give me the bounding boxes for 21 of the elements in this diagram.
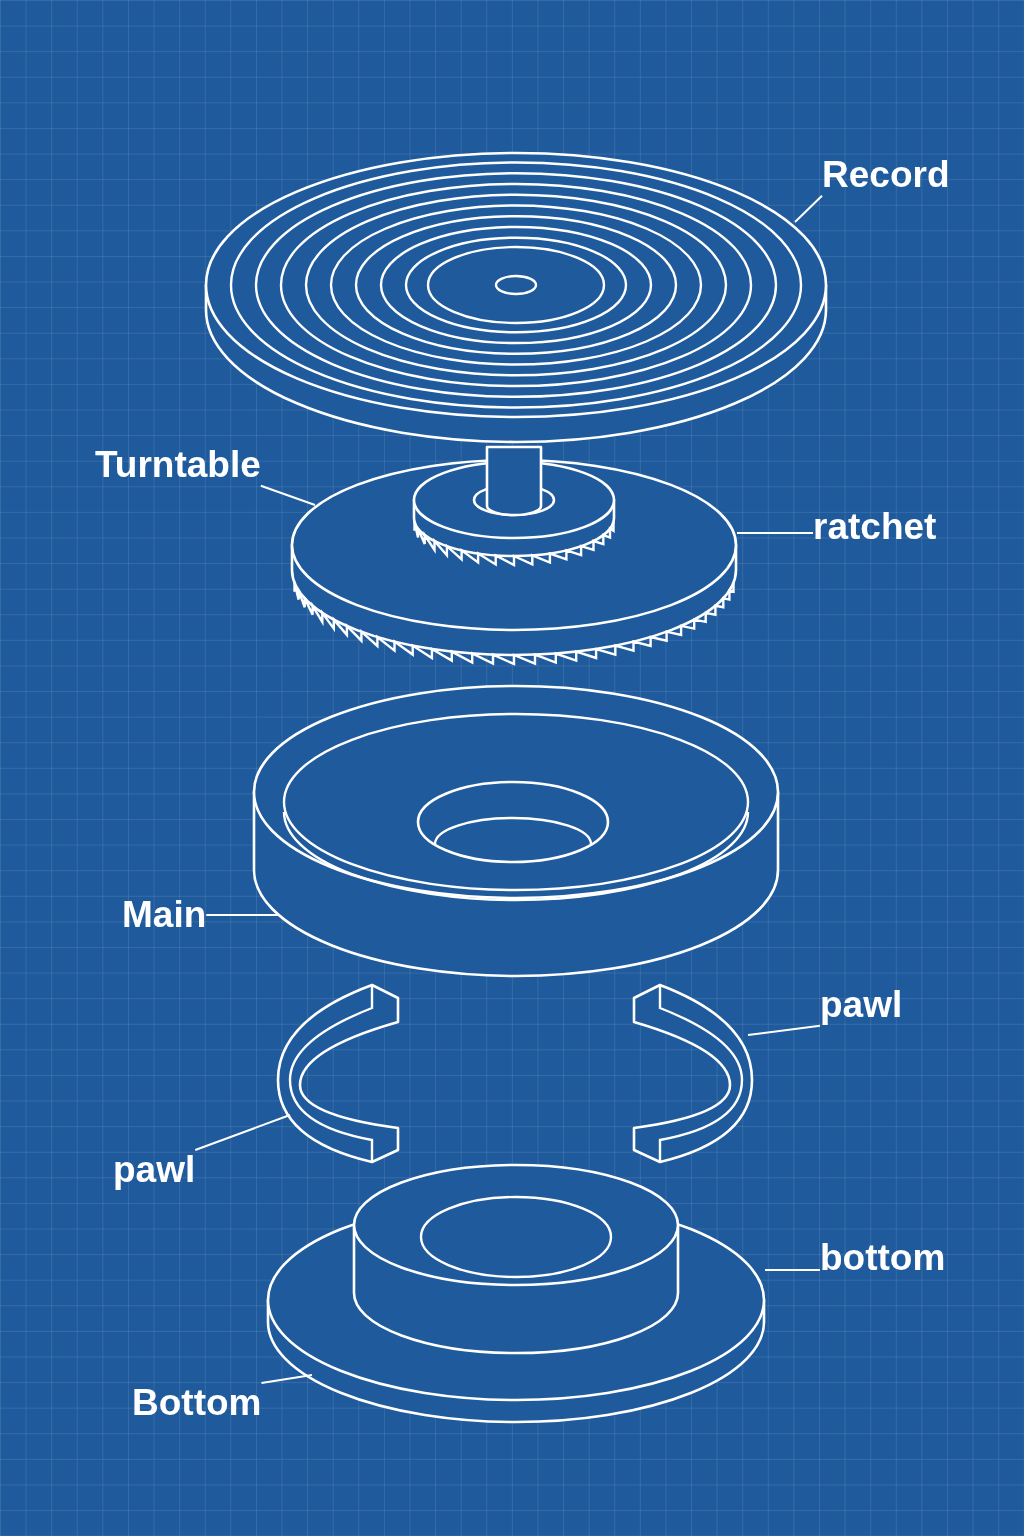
part-label: Record [822, 155, 950, 196]
part-label: Turntable [95, 445, 261, 486]
turntable-drawing [290, 445, 738, 666]
leader-line [747, 1024, 821, 1036]
leader-line [205, 914, 279, 916]
part-label: bottom [820, 1238, 946, 1279]
right-pawl-drawing [632, 983, 754, 1164]
main-housing-drawing [252, 684, 780, 978]
part-label: ratchet [813, 507, 937, 548]
part-label: pawl [820, 985, 903, 1026]
leader-line [259, 484, 316, 506]
leader-line [764, 1269, 821, 1271]
part-label: Bottom [132, 1383, 262, 1424]
leader-line [260, 1374, 313, 1384]
base-drawing [266, 1163, 766, 1424]
left-pawl-drawing [276, 983, 400, 1164]
part-label: pawl [113, 1150, 196, 1191]
leader-line [794, 194, 823, 223]
part-label: Main [122, 895, 207, 936]
leader-line [194, 1114, 291, 1151]
leader-line [736, 532, 814, 534]
